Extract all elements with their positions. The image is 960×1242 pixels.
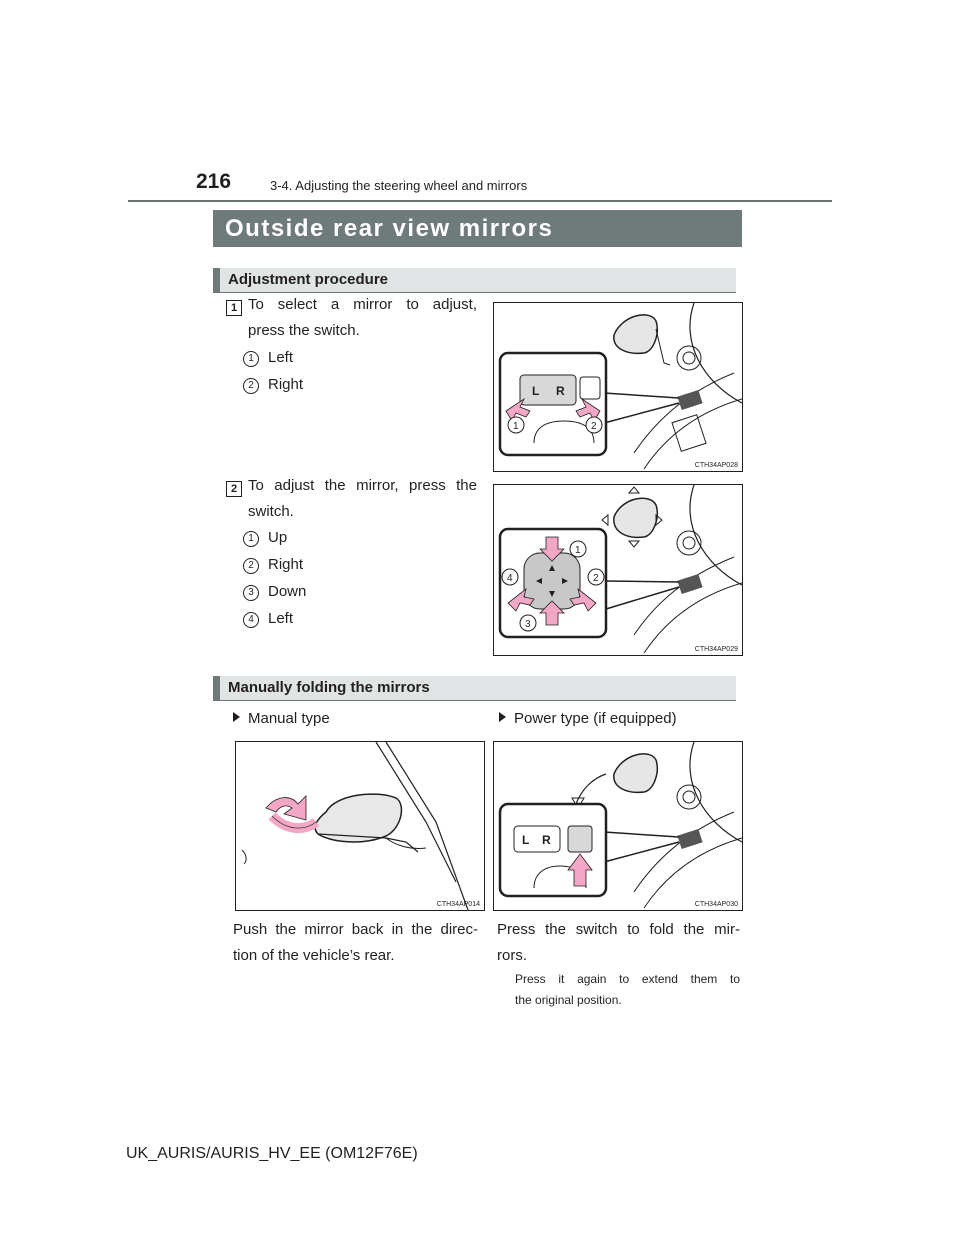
figure-power-fold: L R CTH34AP030	[493, 741, 743, 911]
figure-3-code: CTH34AP014	[436, 901, 480, 908]
power-text-line1: Press the switch to fold the mir-	[497, 921, 740, 938]
fig1-letter-l: L	[532, 384, 539, 398]
title-bar	[213, 210, 742, 247]
power-note-line2: the original position.	[515, 993, 622, 1007]
manual-type-label: Manual type	[233, 710, 330, 727]
step-1-item-1-label: Left	[268, 349, 294, 366]
manual-text-line1: Push the mirror back in the direc-	[233, 921, 478, 938]
figure-mirror-adjust: 1 2 3 4 CTH34AP029	[493, 484, 743, 656]
folding-heading-bar: Manually folding the mirrors	[213, 676, 736, 701]
step-2-item-1-num: 1	[243, 531, 259, 547]
section-title: 3-4. Adjusting the steering wheel and mi…	[270, 178, 528, 193]
svg-text:4: 4	[507, 573, 513, 584]
manual-text-line2: tion of the vehicle’s rear.	[233, 947, 395, 964]
step-2-item-2-num: 2	[243, 558, 259, 574]
fig1-letter-r: R	[556, 384, 565, 398]
figure-1-code: CTH34AP028	[694, 462, 738, 469]
svg-text:1: 1	[513, 421, 519, 432]
power-type-label: Power type (if equipped)	[499, 710, 677, 727]
step-2-item-2-label: Right	[268, 556, 304, 573]
bullet-triangle-icon	[499, 712, 506, 722]
step-2-item-4-num: 4	[243, 612, 259, 628]
footer-model-code: UK_AURIS/AURIS_HV_EE (OM12F76E)	[126, 1145, 418, 1162]
header-rule	[128, 200, 832, 202]
step-1-line1: To select a mirror to adjust,	[248, 296, 477, 313]
fig4-letter-l: L	[522, 833, 529, 847]
svg-text:3: 3	[525, 619, 531, 630]
power-text-line2: rors.	[497, 947, 527, 964]
step-2-item-1-label: Up	[268, 529, 288, 546]
step-1-item-1-num: 1	[243, 351, 259, 367]
step-2-item-3-label: Down	[268, 583, 307, 600]
page-title: Outside rear view mirrors	[225, 215, 554, 242]
fig4-letter-r: R	[542, 833, 551, 847]
step-2-line1: To adjust the mirror, press the	[248, 477, 477, 494]
step-2-item-3-num: 3	[243, 585, 259, 601]
svg-text:2: 2	[591, 421, 597, 432]
figure-4-code: CTH34AP030	[694, 901, 738, 908]
step-2-box: 2	[226, 481, 242, 497]
svg-text:2: 2	[593, 573, 599, 584]
figure-mirror-select: L R 1 2 CTH34AP028	[493, 302, 743, 472]
bullet-triangle-icon	[233, 712, 240, 722]
power-note-line1: Press it again to extend them to	[515, 972, 740, 986]
step-2-line2: switch.	[248, 503, 294, 520]
svg-text:1: 1	[575, 545, 581, 556]
page-number: 216	[196, 170, 232, 193]
figure-2-code: CTH34AP029	[694, 646, 738, 653]
adjustment-heading-bar: Adjustment procedure	[213, 268, 736, 293]
folding-heading: Manually folding the mirrors	[228, 679, 430, 696]
step-1-item-2-num: 2	[243, 378, 259, 394]
adjustment-heading: Adjustment procedure	[228, 271, 389, 288]
step-2-item-4-label: Left	[268, 610, 294, 627]
step-1-box: 1	[226, 300, 242, 316]
figure-manual-fold: CTH34AP014	[235, 741, 485, 911]
step-1-item-2-label: Right	[268, 376, 304, 393]
step-1-line2: press the switch.	[248, 322, 360, 339]
